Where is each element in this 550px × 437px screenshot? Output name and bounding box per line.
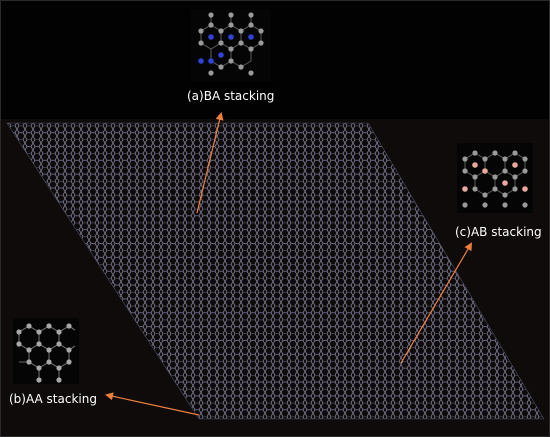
arrow-ba bbox=[196, 112, 224, 214]
top-band bbox=[1, 1, 549, 119]
arrow-ab bbox=[400, 242, 473, 364]
arrow-aa bbox=[105, 392, 200, 416]
ba-stacking-label: (a)BA stacking bbox=[187, 89, 275, 103]
ab-stacking-inset bbox=[457, 143, 533, 213]
aa-stacking-inset bbox=[13, 318, 79, 384]
ab-stacking-label: (c)AB stacking bbox=[455, 225, 542, 239]
moire-lattice bbox=[7, 123, 544, 419]
ba-stacking-lattice-icon bbox=[198, 12, 264, 76]
aa-stacking-label: (b)AA stacking bbox=[9, 392, 97, 406]
aa-stacking-lattice-icon bbox=[16, 323, 76, 383]
ba-stacking-inset bbox=[191, 9, 271, 81]
ab-stacking-lattice-icon bbox=[462, 150, 528, 208]
moire-lattice-edge bbox=[6, 122, 545, 420]
